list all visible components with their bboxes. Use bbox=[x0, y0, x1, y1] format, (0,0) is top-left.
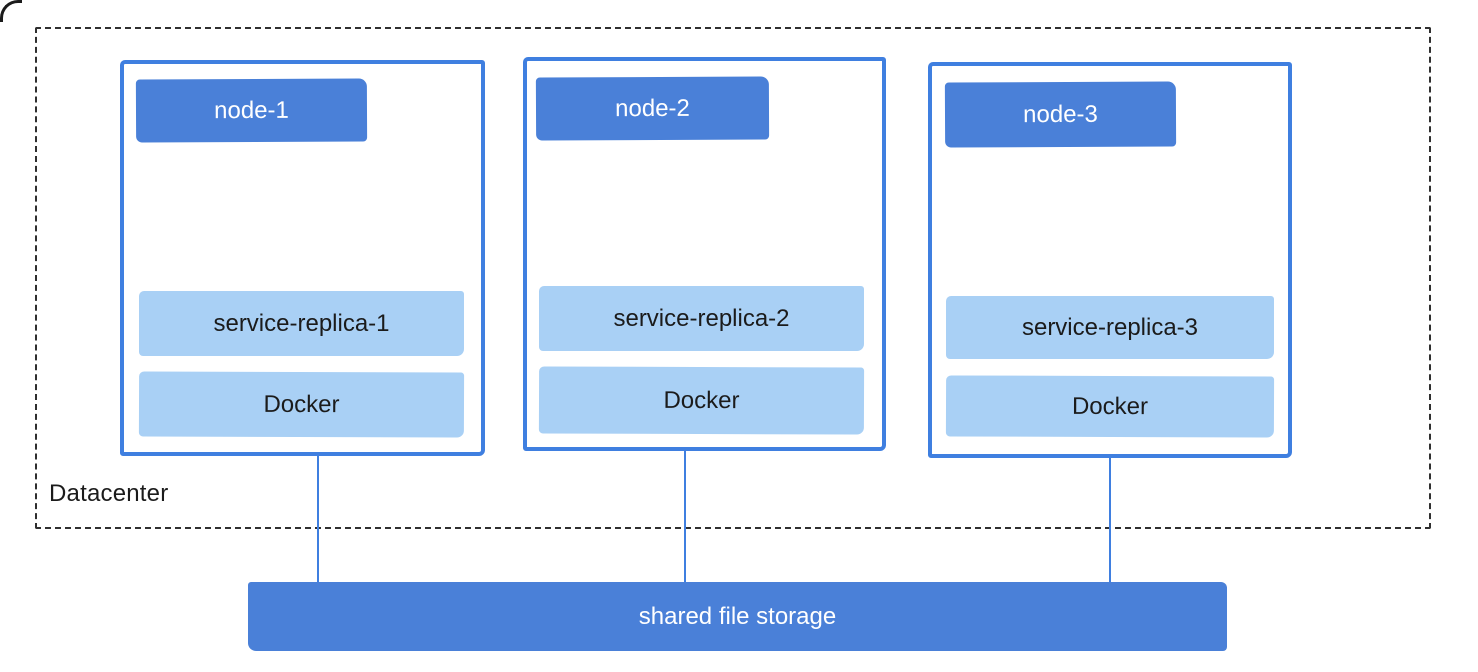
shared-storage-bar: shared file storage bbox=[248, 582, 1227, 651]
connector-node-1-storage bbox=[317, 456, 319, 582]
node-2-title-badge: node-2 bbox=[535, 76, 770, 141]
service-replica-2-box: service-replica-2 bbox=[539, 286, 864, 351]
node-2-title: node-2 bbox=[615, 94, 690, 122]
node-3-title-badge: node-3 bbox=[944, 81, 1177, 148]
node-box-1: node-1 service-replica-1 Docker bbox=[120, 60, 485, 456]
docker-box-2: Docker bbox=[538, 366, 865, 435]
docker-box-3: Docker bbox=[945, 375, 1275, 438]
window-corner-decoration bbox=[0, 0, 22, 22]
connector-node-2-storage bbox=[684, 451, 686, 582]
node-1-title-badge: node-1 bbox=[135, 78, 368, 143]
shared-storage-label: shared file storage bbox=[638, 602, 837, 630]
node-1-title: node-1 bbox=[214, 96, 289, 124]
datacenter-boundary bbox=[35, 27, 1431, 529]
node-3-title: node-3 bbox=[1023, 100, 1098, 128]
node-box-3: node-3 service-replica-3 Docker bbox=[928, 62, 1292, 458]
connector-node-3-storage bbox=[1109, 458, 1111, 582]
node-box-2: node-2 service-replica-2 Docker bbox=[523, 57, 886, 451]
service-replica-1-box: service-replica-1 bbox=[139, 291, 464, 356]
service-replica-3-box: service-replica-3 bbox=[946, 296, 1274, 359]
datacenter-label: Datacenter bbox=[49, 480, 169, 507]
docker-box-1: Docker bbox=[138, 371, 465, 438]
